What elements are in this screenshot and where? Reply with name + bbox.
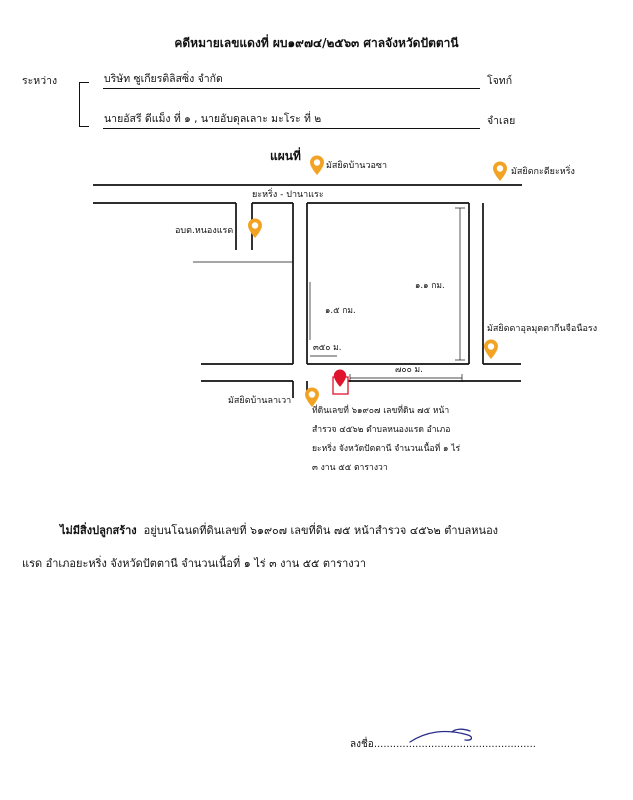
plot-location-marker-icon	[333, 369, 347, 387]
defendant-role: จำเลย	[487, 115, 516, 127]
mosque-east-top-pin-icon	[493, 161, 507, 181]
defendant-name: นายอัสรี ดีแม็ง ที่ ๑ , นายอับดุลเลาะ มะ…	[104, 113, 322, 125]
plot-description-line: ยะหริ่ง จังหวัดปัตตานี จำนวนเนื้อที่ ๑ ไ…	[312, 444, 461, 454]
office-pin-icon	[248, 218, 262, 238]
distance-1-1-km: ๑.๑ กม.	[415, 281, 445, 291]
distance-350-m: ๓๕๐ ม.	[313, 343, 342, 353]
signature-label: ลงชื่อ	[350, 739, 374, 750]
mosque-south-pin-icon	[305, 387, 319, 407]
distance-700-m: ๗๐๐ ม.	[395, 365, 423, 375]
case-title: คดีหมายเลขแดงที่ ผบ๑๙๗๔/๒๕๖๓ ศาลจังหวัดป…	[174, 36, 459, 50]
mosque-east-pin-icon	[484, 339, 498, 359]
mosque-east-top-label: มัสยิดกะดียะหริ่ง	[511, 167, 575, 177]
plaintiff-role: โจทก์	[487, 75, 513, 87]
mosque-north-label: มัสยิดบ้านวอซา	[326, 161, 388, 171]
body-line-1: ไม่มีสิ่งปลูกสร้าง อยู่บนโฉนดที่ดินเลขที…	[60, 525, 498, 536]
plaintiff-name: บริษัท ซูเกียรติลิสซิ่ง จำกัด	[104, 73, 223, 85]
body-line-2: แรด อำเภอยะหริ่ง จังหวัดปัตตานี จำนวนเนื…	[22, 557, 367, 570]
distance-1-5-km: ๑.๕ กม.	[325, 306, 356, 316]
party-bracket	[79, 82, 89, 127]
body-line-1-rest: อยู่บนโฉนดที่ดินเลขที่ ๖๑๙๐๗ เลขที่ดิน ๗…	[136, 524, 499, 537]
between-label: ระหว่าง	[22, 75, 58, 87]
mosque-south-label: มัสยิดบ้านลาเวา	[228, 396, 292, 406]
road-name-label: ยะหริ่ง - ปานาแระ	[252, 190, 324, 200]
mosque-east-label: มัสยิดดาอุลมุตตากีนจือนือรง	[487, 324, 598, 334]
mosque-north-pin-icon	[310, 155, 324, 175]
office-label: อบต.หนองแรด	[175, 226, 234, 236]
defendant-underline	[103, 128, 480, 129]
signature-line: ลงชื่อ..................................…	[350, 740, 536, 750]
map-heading: แผนที่	[270, 149, 301, 163]
signature-dots: ........................................…	[373, 739, 536, 750]
plot-description: ที่ดินเลขที่ ๖๑๙๐๗ เลขที่ดิน ๗๕ หน้า สำร…	[312, 402, 460, 478]
plot-description-line: ๓ งาน ๕๕ ตารางวา	[312, 463, 388, 473]
plot-description-line: ที่ดินเลขที่ ๖๑๙๐๗ เลขที่ดิน ๗๕ หน้า	[312, 406, 450, 416]
plaintiff-underline	[103, 88, 480, 89]
no-structure-label: ไม่มีสิ่งปลูกสร้าง	[60, 524, 137, 537]
plot-description-line: สำรวจ ๔๕๖๒ ตำบลหนองแรด อำเภอ	[312, 425, 451, 435]
